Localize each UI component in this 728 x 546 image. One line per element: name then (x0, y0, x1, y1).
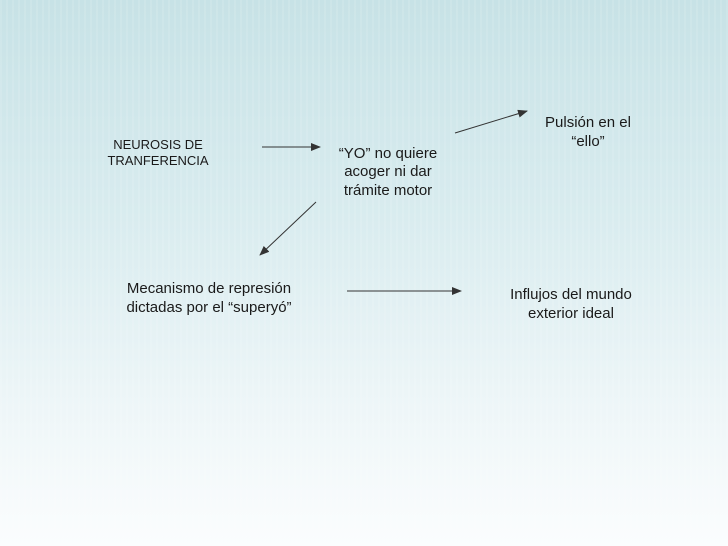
node-yo-line-2: acoger ni dar (344, 163, 432, 181)
arrow-yo-to-mecanismo (259, 201, 317, 256)
arrow-yo-to-pulsion (454, 109, 528, 134)
node-influjos-line-2: exterior ideal (528, 304, 614, 322)
node-neurosis-de-transferencia: NEUROSIS DE TRANFERENCIA (104, 137, 212, 170)
node-yo-line-3: trámite motor (343, 181, 433, 199)
node-pulsion-ello: Pulsión en el “ello” (530, 114, 646, 152)
node-yo-line-1: “YO” no quiere (338, 145, 438, 162)
node-pulsion-line-2: “ello” (571, 132, 605, 150)
node-yo: “YO” no quiere acoger ni dar trámite mot… (325, 145, 451, 200)
node-mecanismo-line-1: Mecanismo de represión (126, 280, 292, 297)
node-influjos-line-1: Influjos del mundo (510, 286, 632, 303)
node-neurosis-line-2: TRANFERENCIA (107, 153, 209, 169)
node-neurosis-line-1: NEUROSIS DE (113, 137, 203, 152)
node-mecanismo-line-2: dictadas por el “superyó” (126, 298, 292, 316)
node-influjos-mundo-exterior: Influjos del mundo exterior ideal (486, 286, 656, 324)
node-pulsion-line-1: Pulsión en el (545, 114, 631, 131)
node-mecanismo-represion: Mecanismo de represión dictadas por el “… (108, 280, 310, 318)
